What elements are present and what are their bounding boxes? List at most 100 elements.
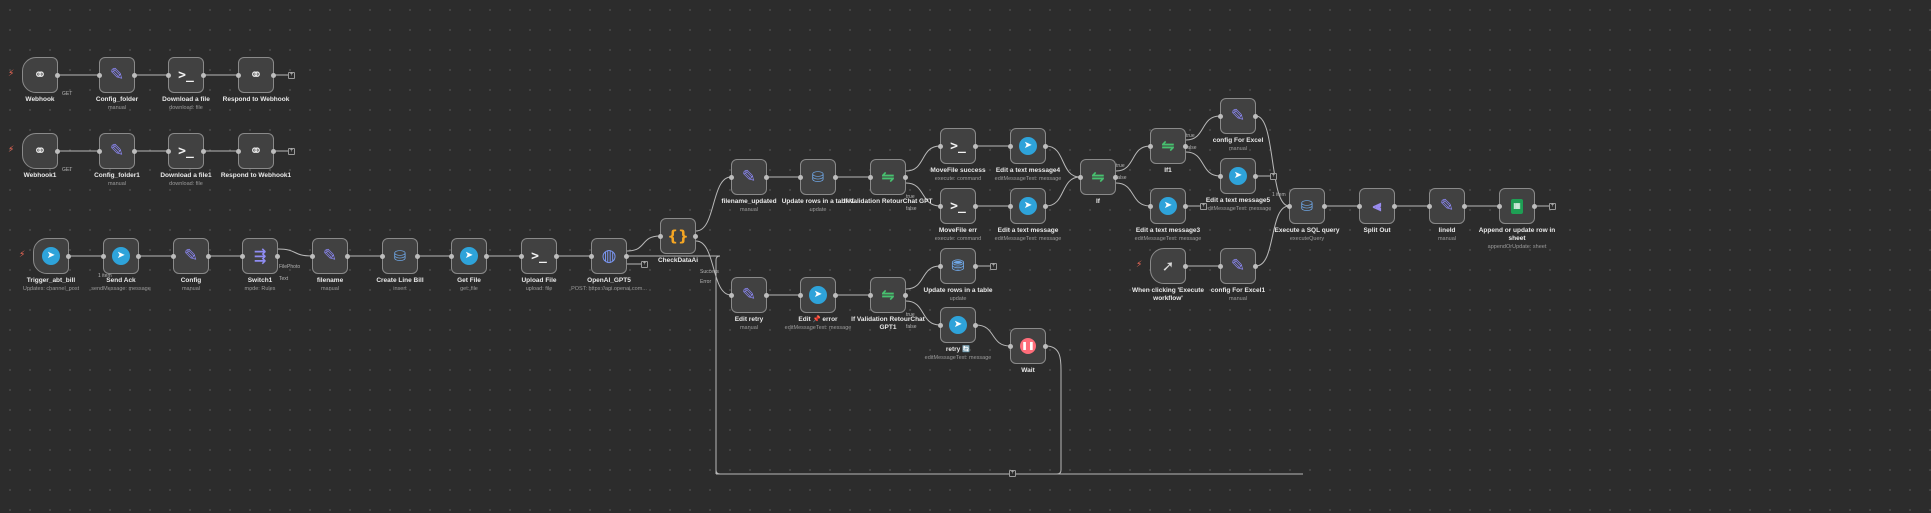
workflow-node-if1[interactable]: ⇋ <box>1148 128 1188 164</box>
output-port[interactable] <box>271 73 276 78</box>
output-port[interactable] <box>764 293 769 298</box>
output-port[interactable] <box>1183 264 1188 269</box>
input-port[interactable] <box>1357 204 1362 209</box>
workflow-node-update-rows[interactable]: ⛁ <box>798 159 838 195</box>
output-port[interactable] <box>132 73 137 78</box>
input-port[interactable] <box>1218 114 1223 119</box>
output-port[interactable] <box>415 254 420 259</box>
input-port[interactable] <box>798 175 803 180</box>
output-port[interactable] <box>764 175 769 180</box>
output-port[interactable] <box>484 254 489 259</box>
output-port[interactable] <box>55 73 60 78</box>
output-port[interactable] <box>973 144 978 149</box>
output-port[interactable] <box>201 73 206 78</box>
output-port[interactable] <box>1183 144 1188 149</box>
workflow-node-upload-file[interactable]: >_ <box>519 238 559 274</box>
input-port[interactable] <box>101 254 106 259</box>
output-port[interactable] <box>55 149 60 154</box>
workflow-node-movefile-err[interactable]: >_ <box>938 188 978 224</box>
workflow-node-download-file[interactable]: >_ <box>166 57 206 93</box>
workflow-node-webhook1[interactable]: ⚭ <box>22 133 60 169</box>
input-port[interactable] <box>380 254 385 259</box>
input-port[interactable] <box>166 149 171 154</box>
output-port[interactable] <box>271 149 276 154</box>
workflow-node-config[interactable]: ✎ <box>171 238 211 274</box>
workflow-node-append-sheet[interactable]: ▦ <box>1497 188 1537 224</box>
input-port[interactable] <box>171 254 176 259</box>
workflow-node-retry[interactable]: ➤ <box>938 307 978 343</box>
output-port[interactable] <box>1043 344 1048 349</box>
input-port[interactable] <box>519 254 524 259</box>
output-port[interactable] <box>1462 204 1467 209</box>
input-port[interactable] <box>1148 204 1153 209</box>
input-port[interactable] <box>1078 175 1083 180</box>
input-port[interactable] <box>240 254 245 259</box>
input-port[interactable] <box>1427 204 1432 209</box>
output-port[interactable] <box>345 254 350 259</box>
add-node-button[interactable]: + <box>1549 202 1556 210</box>
workflow-node-movefile-success[interactable]: >_ <box>938 128 978 164</box>
output-port[interactable] <box>693 234 698 239</box>
workflow-node-switch1[interactable]: ⇶ <box>240 238 280 274</box>
workflow-node-edit-text3[interactable]: ➤ <box>1148 188 1188 224</box>
workflow-node-respond-webhook1[interactable]: ⚭ <box>236 133 276 169</box>
add-node-button[interactable]: + <box>1009 470 1016 477</box>
output-port[interactable] <box>903 175 908 180</box>
workflow-node-get-file[interactable]: ➤ <box>449 238 489 274</box>
output-port[interactable] <box>973 323 978 328</box>
output-port[interactable] <box>903 293 908 298</box>
workflow-node-update-rows-table[interactable]: ⛃ <box>938 248 978 284</box>
input-port[interactable] <box>938 264 943 269</box>
workflow-node-send-ack[interactable]: ➤ <box>101 238 141 274</box>
workflow-node-if-validation[interactable]: ⇋ <box>868 159 908 195</box>
input-port[interactable] <box>1218 264 1223 269</box>
input-port[interactable] <box>729 175 734 180</box>
workflow-node-lineid[interactable]: ✎ <box>1427 188 1467 224</box>
input-port[interactable] <box>236 73 241 78</box>
input-port[interactable] <box>236 149 241 154</box>
workflow-node-checkdataai[interactable]: {} <box>658 218 698 254</box>
workflow-node-config-excel[interactable]: ✎ <box>1218 98 1258 134</box>
input-port[interactable] <box>1148 144 1153 149</box>
output-port[interactable] <box>554 254 559 259</box>
input-port[interactable] <box>310 254 315 259</box>
workflow-node-config-folder1[interactable]: ✎ <box>97 133 137 169</box>
output-port[interactable] <box>275 254 280 259</box>
output-port[interactable] <box>833 293 838 298</box>
output-port[interactable] <box>201 149 206 154</box>
add-node-button[interactable]: + <box>990 262 997 270</box>
add-node-button[interactable]: + <box>288 71 295 79</box>
workflow-node-respond-webhook[interactable]: ⚭ <box>236 57 276 93</box>
output-port[interactable] <box>136 254 141 259</box>
input-port[interactable] <box>166 73 171 78</box>
add-node-button[interactable]: + <box>1270 172 1277 180</box>
workflow-node-exec-sql[interactable]: ⛁ <box>1287 188 1327 224</box>
input-port[interactable] <box>868 175 873 180</box>
input-port[interactable] <box>938 204 943 209</box>
input-port[interactable] <box>798 293 803 298</box>
workflow-node-trigger-abt[interactable]: ➤ <box>33 238 71 274</box>
output-port[interactable] <box>1392 204 1397 209</box>
input-port[interactable] <box>589 254 594 259</box>
workflow-node-if[interactable]: ⇋ <box>1078 159 1118 195</box>
output-port[interactable] <box>624 254 629 259</box>
input-port[interactable] <box>97 149 102 154</box>
add-node-button[interactable]: + <box>288 147 295 155</box>
input-port[interactable] <box>1287 204 1292 209</box>
workflow-node-config-folder[interactable]: ✎ <box>97 57 137 93</box>
workflow-node-edit-text[interactable]: ➤ <box>1008 188 1048 224</box>
input-port[interactable] <box>97 73 102 78</box>
output-port[interactable] <box>1253 114 1258 119</box>
output-port[interactable] <box>833 175 838 180</box>
input-port[interactable] <box>938 323 943 328</box>
output-port[interactable] <box>1113 175 1118 180</box>
input-port[interactable] <box>729 293 734 298</box>
workflow-node-edit-text4[interactable]: ➤ <box>1008 128 1048 164</box>
workflow-node-create-line-bill[interactable]: ⛁ <box>380 238 420 274</box>
output-port[interactable] <box>1253 264 1258 269</box>
workflow-node-download-file1[interactable]: >_ <box>166 133 206 169</box>
output-port[interactable] <box>1532 204 1537 209</box>
workflow-node-if-validation1[interactable]: ⇋ <box>868 277 908 313</box>
workflow-node-wait[interactable]: ❚❚ <box>1008 328 1048 364</box>
input-port[interactable] <box>449 254 454 259</box>
